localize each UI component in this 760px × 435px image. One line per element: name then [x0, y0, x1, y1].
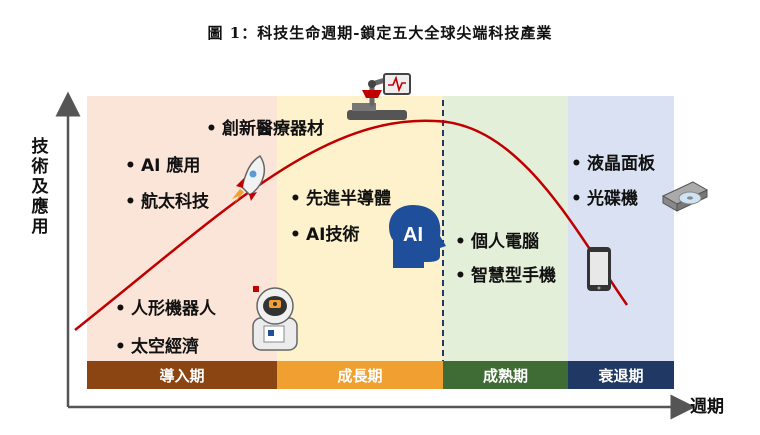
bullet: •	[115, 337, 126, 357]
item-label: 液晶面板	[587, 154, 655, 174]
phase-decline: 衰退期	[568, 361, 674, 389]
bullet: •	[571, 154, 582, 174]
medical-robot-icon	[347, 73, 411, 120]
bullet: •	[290, 225, 301, 245]
item-label: 人形機器人	[131, 299, 216, 319]
item-humanoid-robot: •人形機器人	[115, 294, 216, 319]
item-aerospace: •航太科技	[125, 187, 209, 212]
phase-maturity: 成熟期	[443, 361, 568, 389]
item-advanced-semiconductors: •先進半導體	[290, 184, 391, 209]
item-personal-computer: •個人電腦	[455, 227, 539, 252]
bullet: •	[571, 189, 582, 209]
item-lcd-panel: •液晶面板	[571, 149, 655, 174]
ai-badge-label: AI	[403, 224, 423, 246]
ai-head-icon: AI	[389, 205, 446, 268]
bullet: •	[455, 232, 466, 252]
bullet: •	[125, 156, 136, 176]
item-innovative-medical-devices: •創新醫療器材	[206, 114, 324, 139]
lifecycle-curve	[74, 119, 629, 331]
phase-introduction: 導入期	[87, 361, 277, 389]
rocket-icon	[232, 154, 266, 204]
item-label: 創新醫療器材	[222, 119, 324, 139]
bullet: •	[455, 266, 466, 286]
item-ai-technology: •AI技術	[290, 220, 359, 245]
item-label: 智慧型手機	[471, 266, 556, 286]
band-introduction	[87, 96, 277, 361]
smartphone-icon	[587, 247, 611, 291]
bullet: •	[206, 119, 217, 139]
item-label: AI技術	[306, 225, 360, 245]
item-label: AI 應用	[141, 156, 201, 176]
figure-title: 圖 1：科技生命週期-鎖定五大全球尖端科技產業	[207, 24, 553, 42]
item-label: 光碟機	[587, 189, 638, 209]
optical-drive-icon	[661, 181, 709, 212]
item-label: 個人電腦	[471, 232, 539, 252]
y-axis-label: 技術及應用	[31, 137, 49, 237]
astronaut-icon	[252, 286, 298, 351]
phase-growth: 成長期	[277, 361, 443, 389]
item-smartphone: •智慧型手機	[455, 261, 556, 286]
item-space-economy: •太空經濟	[115, 332, 199, 357]
band-maturity	[443, 96, 568, 361]
item-optical-drive: •光碟機	[571, 184, 638, 209]
band-decline	[568, 96, 674, 361]
bullet: •	[125, 192, 136, 212]
bullet: •	[290, 189, 301, 209]
item-label: 航太科技	[141, 192, 209, 212]
item-label: 先進半導體	[306, 189, 391, 209]
bullet: •	[115, 299, 126, 319]
x-axis-label: 週期	[690, 397, 724, 417]
item-label: 太空經濟	[131, 337, 199, 357]
item-ai-applications: •AI 應用	[125, 151, 200, 176]
